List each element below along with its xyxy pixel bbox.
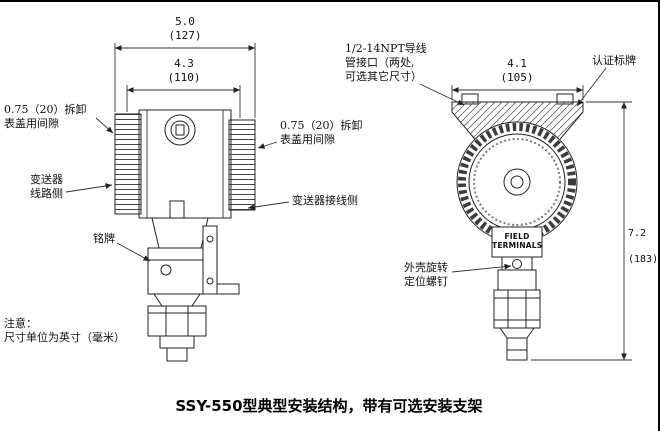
dim-right-height-in: 7.2: [628, 228, 647, 239]
dim-left-inner-in: 4.3: [174, 57, 194, 70]
rotation-set-screw: [512, 259, 522, 269]
dim-right-height: 7.2 (183): [628, 214, 659, 279]
dim-left-overall-mm: (127): [168, 29, 202, 42]
terminal-side-label: 变送器接线侧: [292, 194, 358, 207]
circuit-side-label: 变送器 线路侧: [30, 173, 63, 200]
units-note: 注意： 尺寸单位为英寸（毫米）: [4, 317, 125, 344]
nameplate-label: 铭牌: [93, 232, 115, 245]
dim-left-inner-mm: (110): [167, 71, 201, 84]
cert-plate-label: 认证标牌: [592, 54, 636, 67]
body-bottom-boss: [169, 200, 185, 219]
leader-clearance-right: [257, 141, 278, 149]
curved-text-ring: [473, 138, 561, 226]
process-stub-front: [506, 337, 528, 361]
hex-nut-front: [493, 289, 541, 329]
right-ribbed-cover: [228, 119, 256, 211]
center-boss-inner: [510, 175, 524, 189]
hex-facets: [148, 306, 206, 336]
leader-circuit-side: [65, 183, 113, 193]
hex-nut: [147, 305, 207, 337]
ribbed-bezel: [458, 123, 576, 241]
left-view: [114, 109, 256, 362]
neck: [151, 217, 209, 249]
bracket-foot: [216, 283, 240, 295]
body-seam-lines: [146, 110, 224, 218]
dim-right-width: 4.1 (105): [482, 57, 552, 85]
dim-right-width-mm: (105): [500, 71, 534, 84]
dim-left-overall: 5.0 (127): [150, 15, 220, 43]
leader-clearance-left: [95, 117, 114, 134]
figure-caption: SSY-550型典型安装结构，带有可选安装支架: [175, 397, 483, 415]
sensor-module: [147, 247, 207, 295]
leader-cert-plate: [576, 67, 607, 107]
mounting-bracket-plate: [202, 225, 218, 295]
conduit-label: 1/2-14NPT导线 管接口（两处, 可选其它尺寸）: [345, 42, 427, 83]
clearance-left-label: 0.75（20）拆卸 表盖用间隙: [4, 103, 87, 130]
conduit-plug: [175, 124, 185, 136]
leader-terminal-side: [247, 201, 290, 210]
bracket-bolt-top: [206, 235, 214, 243]
dim-right-height-mm: (183): [628, 254, 659, 265]
left-ribbed-cover: [114, 113, 142, 215]
taper: [153, 293, 201, 307]
right-view: [451, 93, 584, 361]
leader-nameplate: [116, 242, 151, 262]
module-bolt: [160, 264, 172, 276]
clearance-right-label: 0.75（20）拆卸 表盖用间隙: [280, 119, 363, 146]
leader-housing-screw: [451, 263, 512, 273]
lower-collar: [497, 269, 537, 291]
dim-right-width-in: 4.1: [507, 57, 527, 70]
process-stub: [166, 347, 188, 362]
dim-left-overall-in: 5.0: [175, 15, 195, 28]
taper-front: [499, 327, 535, 339]
housing-screw-label: 外壳旋转 定位螺钉: [404, 261, 448, 288]
ext-lines-5-0: [114, 43, 256, 118]
dim-left-inner: 4.3 (110): [149, 57, 219, 85]
hex-facets-front: [494, 290, 540, 328]
field-terminals-text: FIELD TERMINALS: [492, 232, 543, 250]
collar: [159, 335, 195, 349]
bracket-bolt-bottom: [206, 277, 214, 285]
leader-conduit: [419, 83, 465, 106]
leader-lines: [65, 67, 607, 273]
